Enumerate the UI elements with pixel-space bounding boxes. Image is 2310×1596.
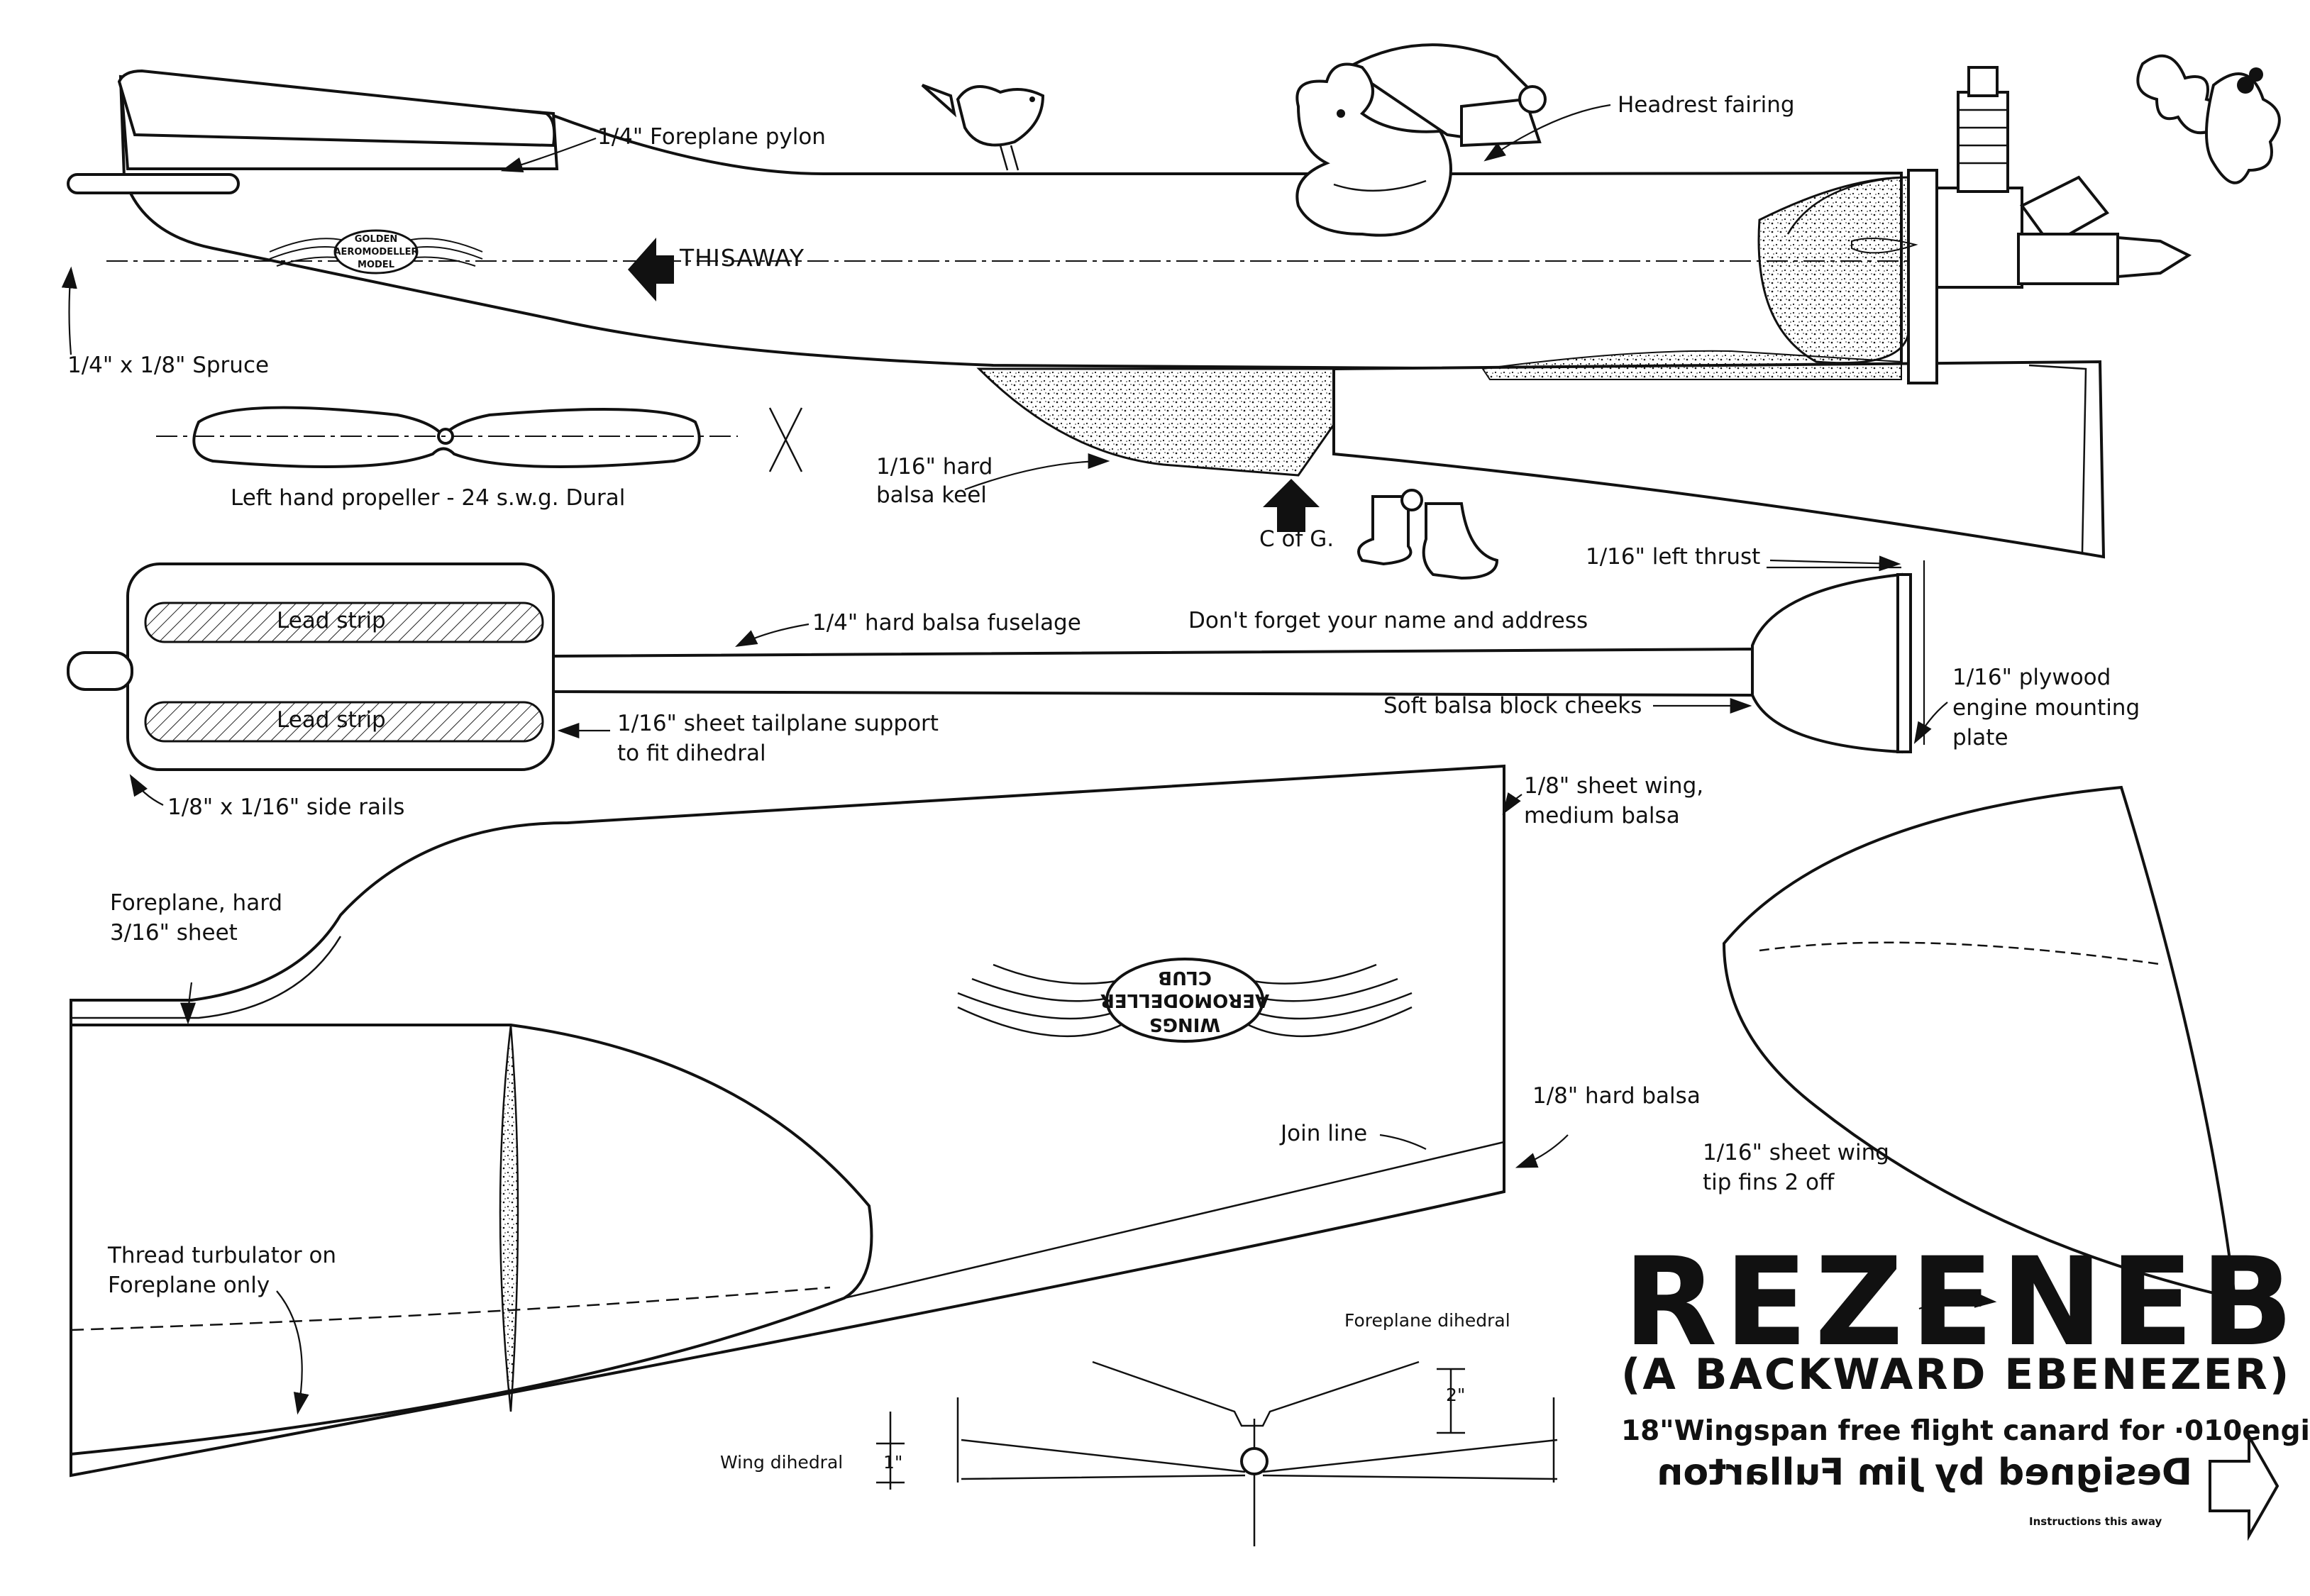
santa-head-icon [1295, 43, 1547, 237]
label-turbulator-2: Foreplane only [108, 1273, 270, 1298]
spruce-spar [67, 173, 240, 194]
label-keel-2: balsa keel [876, 482, 987, 508]
annotations: 1/4" Foreplane pylon Headrest fairing 1/… [67, 92, 2140, 1473]
label-propeller: Left hand propeller - 24 s.w.g. Dural [231, 485, 625, 511]
fin [1332, 360, 2106, 559]
foreplane-panel [70, 1024, 873, 1456]
label-fuselage: 1/4" hard balsa fuselage [812, 610, 1081, 636]
propeller-drawing [156, 406, 803, 472]
cheek-block [1751, 572, 1903, 754]
instructions-arrow-icon [2209, 1431, 2279, 1541]
label-keel-1: 1/16" hard [876, 454, 993, 480]
engine-plate [1896, 573, 1912, 753]
label-cog: C of G. [1259, 526, 1334, 552]
tip-fin [1722, 785, 2237, 1300]
label-name-address: Don't forget your name and address [1188, 608, 1588, 633]
label-lead-strip-1: Lead strip [277, 608, 386, 633]
engine-icon [1851, 66, 2192, 384]
badge-logo-small: GOLDEN AEROMODELLER MODEL [269, 229, 483, 275]
label-foreplane-2: 3/16" sheet [110, 920, 238, 946]
fuselage-side [118, 76, 1903, 381]
plan-view [67, 563, 1912, 771]
cog-arrow-icon [1263, 479, 1320, 532]
label-plywood-1: 1/16" plywood [1952, 665, 2111, 690]
badge-logo-large: WINGS AEROMODELLER CLUB [957, 958, 1413, 1043]
label-thisaway: THISAWAY [679, 244, 805, 272]
label-wing-2: medium balsa [1524, 803, 1680, 829]
label-side-rails: 1/8" x 1/16" side rails [167, 794, 404, 820]
badge-name-small: AEROMODELLER [333, 247, 418, 257]
label-tailplane-1: 1/16" sheet tailplane support [617, 711, 939, 736]
dihedral-diagram [876, 1361, 1558, 1546]
label-cheeks: Soft balsa block cheeks [1383, 693, 1642, 719]
headrest-fairing [1481, 350, 1902, 380]
label-left-thrust: 1/16" left thrust [1586, 544, 1760, 570]
badge-golden-small: GOLDEN [355, 234, 398, 245]
label-lead-strip-2: Lead strip [277, 707, 386, 733]
lead-strip-1 [144, 602, 544, 643]
label-tip-fins-1: 1/16" sheet wing [1703, 1140, 1889, 1165]
label-wing-dihedral-value: 1" [883, 1452, 902, 1473]
title-block: REZENEBE (A BACKWARD EBENEZER) 18"Wingsp… [1621, 1231, 2310, 1528]
lead-strip-2 [144, 701, 544, 743]
badge-name-large: AEROMODELLER [1100, 990, 1269, 1011]
label-turbulator-1: Thread turbulator on [107, 1243, 336, 1268]
join-line [844, 1141, 1505, 1299]
label-spruce: 1/4" x 1/8" Spruce [67, 353, 269, 378]
badge-model-small: MODEL [358, 260, 394, 270]
foreplane-pylon [117, 69, 556, 148]
santa-boots-icon [1357, 489, 1499, 580]
label-foreplane-dihedral: Foreplane dihedral [1344, 1310, 1510, 1331]
engine-cowl [1757, 176, 1910, 365]
thisaway-arrow-icon [628, 238, 674, 301]
label-plywood-3: plate [1952, 725, 2008, 750]
label-foreplane-1: Foreplane, hard [110, 890, 282, 916]
badge-club-large: CLUB [1158, 967, 1212, 988]
label-wing-1: 1/8" sheet wing, [1524, 773, 1703, 799]
title: REZENEBE [1623, 1231, 2310, 1373]
label-tip-fins-2: tip fins 2 off [1703, 1170, 1835, 1195]
description: 18"Wingspan free flight canard for ·010e… [1621, 1415, 2310, 1447]
label-plywood-2: engine mounting [1952, 695, 2140, 721]
designer-mirrored: Designed by Jim Fullarton [1657, 1451, 2192, 1494]
fuselage-plan [552, 647, 1754, 697]
badge-wings-large: WINGS [1149, 1014, 1220, 1035]
wing-plan: WINGS AEROMODELLER CLUB [70, 764, 1505, 1478]
label-join-line: Join line [1279, 1121, 1367, 1146]
instructions-note: Instructions this away [2029, 1515, 2162, 1528]
side-view: GOLDEN AEROMODELLER MODEL [67, 43, 2192, 580]
holly-icon [2136, 54, 2281, 184]
label-hard-balsa: 1/8" hard balsa [1532, 1083, 1701, 1109]
subtitle: (A BACKWARD EBENEZER) [1621, 1350, 2291, 1400]
label-headrest-fairing: Headrest fairing [1618, 92, 1795, 118]
leader-lines [61, 104, 1997, 1415]
turbulator [499, 1024, 519, 1412]
bird-icon [921, 84, 1045, 171]
label-foreplane-dihedral-value: 2" [1446, 1385, 1465, 1405]
label-tailplane-2: to fit dihedral [617, 741, 766, 766]
label-wing-dihedral: Wing dihedral [720, 1452, 843, 1473]
label-foreplane-pylon: 1/4" Foreplane pylon [597, 124, 826, 150]
